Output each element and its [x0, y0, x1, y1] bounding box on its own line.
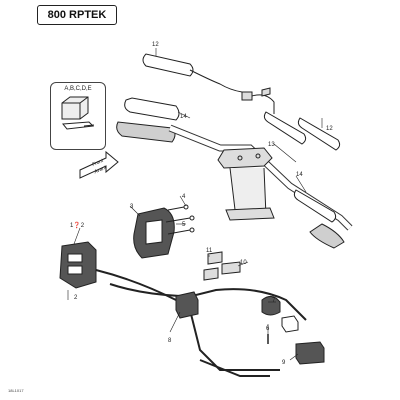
callout-7: 7 [272, 298, 276, 304]
leader-lines [67, 48, 323, 361]
callout-2: 2 [74, 295, 78, 301]
inset-switch-part [61, 96, 95, 130]
diagram-title: 800 RPTEK [37, 5, 117, 25]
callout-11: 11 [206, 248, 213, 254]
callout-12-right: 12 [326, 126, 333, 132]
callout-9: 9 [282, 360, 286, 366]
callout-12-top: 12 [152, 42, 159, 48]
screws [165, 204, 195, 235]
throttle-housing [133, 207, 175, 259]
handlebar-riser [217, 147, 275, 221]
diagram-title-text: 800 RPTEK [47, 9, 107, 21]
callout-1-2: 1❓2 [70, 223, 85, 229]
connectors [203, 251, 241, 281]
callout-14-right: 14 [296, 172, 303, 178]
clamp-6 [267, 315, 299, 344]
heating-element-right [263, 111, 341, 151]
bracket-7 [261, 296, 281, 316]
callout-3: 3 [130, 204, 134, 210]
callout-6: 6 [266, 326, 270, 332]
callout-5: 5 [182, 222, 186, 228]
callout-4: 4 [182, 194, 186, 200]
grip-right [293, 189, 337, 223]
front-arrow [79, 150, 119, 179]
callout-10: 10 [240, 260, 247, 266]
switch-housing-left [59, 241, 97, 289]
document-reference: 18L1017 [8, 388, 24, 393]
handlebar [116, 121, 353, 249]
callout-13: 13 [268, 142, 275, 148]
grip-top [124, 97, 180, 121]
heating-element-top [142, 53, 275, 114]
callout-8: 8 [168, 338, 172, 344]
wiring-harness [95, 269, 307, 377]
inset-label: A,B,C,D,E [64, 86, 92, 92]
callout-14-top: 14 [180, 114, 187, 120]
throttle-connector [175, 291, 199, 319]
bottom-connector [295, 341, 325, 365]
